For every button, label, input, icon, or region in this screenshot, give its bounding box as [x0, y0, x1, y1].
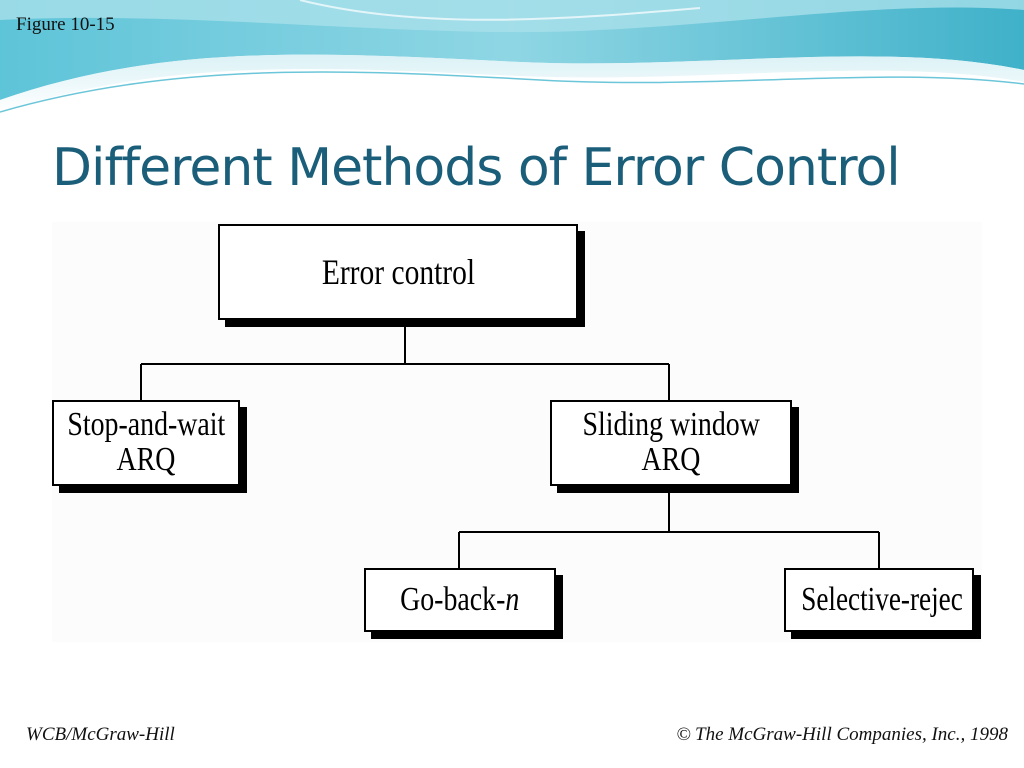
node-stop-and-wait-arq: Stop-and-wait ARQ — [52, 400, 240, 486]
go-back-n-variable: n — [505, 580, 520, 618]
node-selective-reject: Selective-rejec — [784, 568, 974, 632]
node-go-back-n-label: Go-back-n — [400, 580, 520, 618]
node-go-back-n: Go-back-n — [364, 568, 556, 632]
node-stop-and-wait-line2: ARQ — [116, 441, 176, 478]
node-stop-and-wait-line1: Stop-and-wait — [67, 406, 225, 444]
node-sliding-window-line2: ARQ — [641, 441, 701, 478]
node-error-control: Error control — [218, 224, 578, 320]
figure-label: Figure 10-15 — [16, 14, 115, 35]
node-error-control-label: Error control — [321, 251, 475, 292]
slide-title: Different Methods of Error Control — [52, 138, 901, 198]
footer-copyright: ©The McGraw-Hill Companies, Inc., 1998 — [677, 724, 1008, 746]
node-sliding-window-line1: Sliding window — [582, 406, 760, 444]
footer-publisher: WCB/McGraw-Hill — [26, 724, 175, 745]
header-wave-decoration — [0, 0, 1024, 113]
node-selective-reject-label: Selective-rejec — [801, 580, 963, 618]
node-sliding-window-arq: Sliding window ARQ — [550, 400, 792, 486]
copyright-symbol: © — [676, 724, 692, 745]
go-back-n-prefix: Go-back- — [400, 580, 506, 618]
copyright-text: The McGraw-Hill Companies, Inc., 1998 — [695, 724, 1008, 745]
